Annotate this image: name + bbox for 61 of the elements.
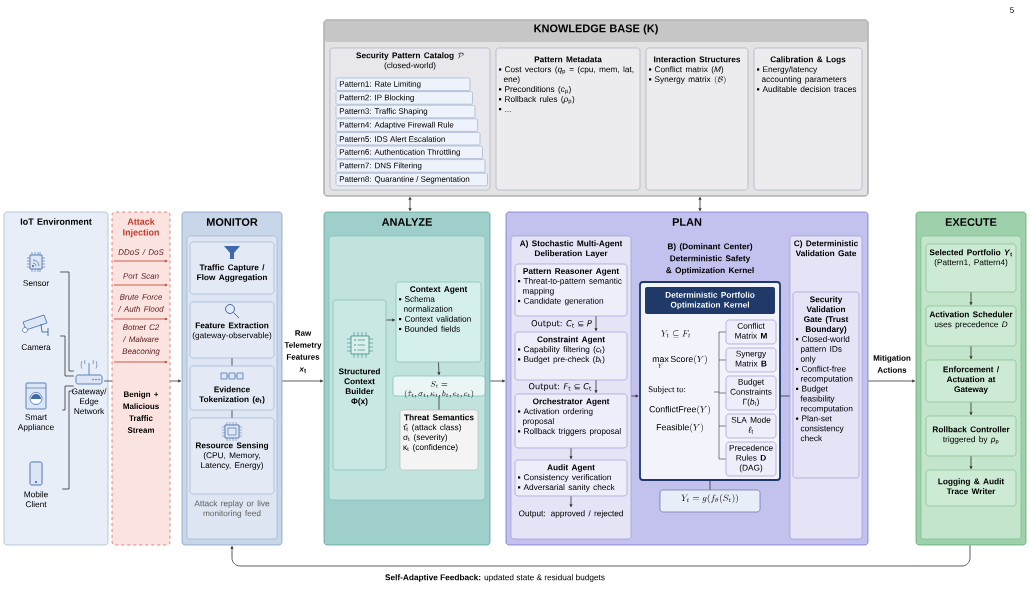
agent-box: Audit Agent Consistency verification Adversarial sanity check	[514, 459, 628, 497]
arrow	[569, 495, 573, 508]
process-box: Resource Sensing (CPU, Memory, Latency, Energy)	[189, 417, 275, 495]
arrow	[867, 379, 916, 383]
process-box: Evidence Tokenization (e$_{t}$)	[189, 365, 275, 411]
edge-label: Output: F$_{t}$ ⊆ C$_{t}$	[527, 382, 593, 392]
process-box: Traffic Capture / Flow Aggregation	[189, 241, 275, 295]
arrow	[230, 544, 971, 567]
arrow	[594, 379, 598, 394]
matrix-box: Conflict Matrix M	[725, 319, 777, 345]
agent-box: Constraint Agent Capability filtering (c$_{t}$) Budget pre-check (b$_{t}$)	[514, 331, 628, 381]
edge-label: Output: C$_{t}$ ⊆ P	[530, 319, 593, 329]
arrow	[385, 318, 396, 322]
rules-box: Precedence Rules D (DAG)	[725, 441, 777, 477]
arrow	[169, 379, 182, 383]
edge-label: Self-Adaptive Feedback: updated state & residual budgets	[385, 574, 605, 582]
node-label: Deterministic Portfolio Optimization Kernel	[665, 291, 755, 310]
arrow	[969, 401, 973, 416]
arrow	[969, 455, 973, 470]
arrow	[630, 394, 639, 398]
process-box: Feature Extraction (gateway-observable)	[189, 301, 275, 359]
arrow	[969, 345, 973, 360]
node-label: Subject to:	[648, 386, 686, 394]
formula-box: $Y_t = g(f_{\theta}(S_t))$	[659, 489, 761, 513]
arrow	[594, 315, 598, 332]
constraint-box: Budget Constraints Γ(b$_{t}$)	[725, 375, 777, 411]
structures-box: Interaction Structures Conflict matrix (M) $\mbox{Synergy matrix }(\mathcal{B})$	[645, 47, 749, 191]
step-box: Rollback Controller triggered by p$_{p}$	[925, 415, 1017, 457]
agent-box: Pattern Reasoner Agent Threat-to-pattern semantic mapping Candidate generation	[514, 263, 628, 317]
step-box: Activation Scheduler uses precedence D	[925, 305, 1017, 347]
node-label: $\max\limits_{Y} \mathrm{Score}(Y)$	[652, 355, 707, 368]
matrix-box: Synergy Matrix B	[725, 347, 777, 373]
arrow	[489, 379, 506, 383]
gate-box: Security Validation Gate (Trust Boundary) Closed-world pattern IDs only Conflict-free recomputation Budget feasibility recomputation Plan-set consistency check	[792, 291, 860, 479]
step-box: Logging & Audit Trace Writer	[925, 469, 1017, 507]
agent-box: Context Agent Schema normalization Context validation Bounded fields	[395, 281, 482, 363]
metadata-box: Pattern Metadata Cost vectors (q$_{p}$ = (cpu, mem, lat, ene) Preconditions (c$_{p}$) Rollback rules (ρ$_{p}$) ...	[495, 47, 641, 191]
arrow	[569, 447, 573, 460]
arrow	[437, 361, 441, 376]
device-label: Camera	[21, 344, 51, 351]
node-label: $\mathrm{Feasible}(Y)$	[656, 423, 703, 433]
step-box: Enforcement / Actuation at Gateway	[925, 359, 1017, 403]
agent-box: Orchestrator Agent Activation ordering proposal Rollback triggers proposal	[514, 393, 628, 449]
formula-box: $S_t = (\hat{\tau}_t, \sigma_t, \kappa_t, b_t, e_t, c_t)$	[392, 375, 486, 398]
device-label: Sensor	[23, 280, 49, 287]
node-label: $\mathrm{ConflictFree}(Y)$	[649, 405, 710, 415]
arrow	[698, 196, 702, 212]
device-label: Mobile Client	[24, 491, 48, 508]
step-box: Selected Portfolio Y$_{t}$ (Pattern1, Pattern4)	[925, 243, 1017, 293]
output-text: Output: approved / rejected	[518, 510, 623, 518]
gateway-label: Gateway/ Edge Network	[71, 388, 107, 415]
arrow	[408, 196, 412, 212]
builder-box: Structured Context Builder Φ(x)	[332, 299, 387, 471]
node-label: $Y_t \subseteq F_t$	[661, 330, 691, 338]
arrow	[969, 291, 973, 306]
device-label: Smart Appliance	[17, 414, 54, 432]
column-heading: B) (Dominant Center) Deterministic Safety & Optimization Kernel	[666, 243, 754, 275]
semantics-box: Threat Semantics τ̂$_{t}$ (attack class) σ$_{t}$ (severity) κ$_{t}$ (confidence)	[399, 409, 479, 471]
arrow	[281, 379, 324, 383]
calibration-box: Calibration & Logs Energy/latency accounting parameters Auditable decision traces	[753, 47, 863, 191]
mode-box: SLA Mode ℓ$_{t}$	[725, 413, 777, 439]
